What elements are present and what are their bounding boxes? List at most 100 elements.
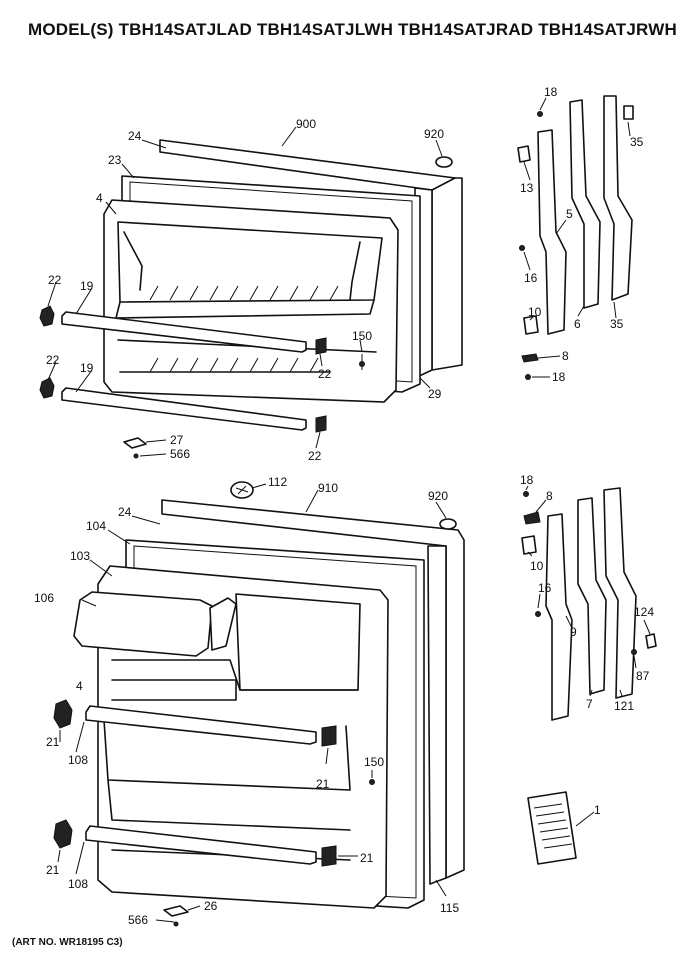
freezer-callouts: 24 900 920 23 4 22 19 22 19 150 22 22 29… (46, 85, 644, 463)
callout-103: 103 (70, 549, 90, 563)
callout-19b: 19 (80, 361, 94, 375)
callout-9: 9 (570, 625, 577, 639)
callout-23: 23 (108, 153, 122, 167)
freezer-hinge-8 (521, 353, 539, 363)
freezer-shelf-bar-lower (61, 387, 307, 431)
freezer-outer-panel (159, 139, 463, 371)
freezer-shelf-ribs (149, 285, 339, 373)
callout-4b: 4 (76, 679, 83, 693)
fresh-food-cap-10 (521, 535, 537, 555)
freezer-screw-16 (519, 245, 525, 251)
callout-900: 900 (296, 117, 316, 131)
fresh-food-callouts: 112 910 920 24 104 103 106 4 21 108 21 1… (34, 473, 654, 927)
callout-35b: 35 (610, 317, 624, 331)
callout-21a: 21 (46, 735, 60, 749)
freezer-screw-566 (133, 453, 139, 459)
callout-5: 5 (566, 207, 573, 221)
fresh-food-shelf-bar-upper (85, 705, 317, 745)
callout-566: 566 (170, 447, 190, 461)
fresh-food-hinge-bracket-9 (545, 513, 573, 721)
fresh-food-shelf-bar-lower (85, 825, 317, 865)
callout-26: 26 (204, 899, 218, 913)
fresh-food-door-side (427, 545, 447, 885)
fresh-food-handle-assembly (521, 487, 657, 721)
freezer-screw-18b (525, 374, 531, 380)
callout-16: 16 (524, 271, 538, 285)
freezer-shelf-support-right-lower (315, 415, 327, 433)
freezer-hinge-bracket-5 (537, 129, 567, 335)
freezer-endcap-35 (623, 105, 634, 120)
callout-112: 112 (268, 475, 287, 489)
callout-6: 6 (574, 317, 581, 331)
fresh-food-screw-566 (173, 921, 179, 927)
fresh-food-screw-87 (631, 649, 637, 655)
callout-104: 104 (86, 519, 106, 533)
freezer-door-assembly (39, 139, 463, 459)
freezer-screw-150 (359, 361, 365, 367)
fresh-food-hinge-pin-26 (163, 905, 189, 917)
art-number: (ART NO. WR18195 C3) (12, 937, 123, 948)
model-title: MODEL(S) TBH14SATJLAD TBH14SATJLWH TBH14… (28, 20, 677, 39)
callout-121: 121 (614, 699, 634, 713)
freezer-hinge-pin-27 (123, 437, 147, 449)
callout-18a: 18 (544, 85, 558, 99)
fresh-food-shelf-support-right-upper (321, 725, 337, 747)
callout-7: 7 (586, 697, 593, 711)
fresh-food-hinge-8 (523, 511, 541, 525)
callout-22c: 22 (318, 367, 332, 381)
freezer-shelf-support-left-upper (39, 305, 55, 327)
callout-21d: 21 (360, 851, 374, 865)
freezer-handle-assembly (517, 95, 634, 380)
callout-106: 106 (34, 591, 54, 605)
freezer-shelf-support-right-upper (315, 337, 327, 355)
callout-87: 87 (636, 669, 650, 683)
callout-18b: 18 (552, 370, 566, 384)
callout-920b: 920 (428, 489, 448, 503)
callout-27: 27 (170, 433, 184, 447)
callout-16b: 16 (538, 581, 552, 595)
fresh-food-screw-16 (535, 611, 541, 617)
callout-35a: 35 (630, 135, 644, 149)
callout-18c: 18 (520, 473, 534, 487)
callout-19a: 19 (80, 279, 94, 293)
owners-manual (527, 791, 577, 865)
callout-13: 13 (520, 181, 534, 195)
callout-22d: 22 (308, 449, 322, 463)
callout-4: 4 (96, 191, 103, 205)
freezer-shelf-bar-upper (61, 311, 307, 353)
freezer-handle-35 (603, 95, 633, 301)
callout-8b: 8 (546, 489, 553, 503)
fresh-food-shelf-support-right-lower (321, 845, 337, 867)
fresh-food-leader-lines (57, 483, 651, 923)
callout-24: 24 (128, 129, 142, 143)
freezer-plug-920 (435, 156, 453, 168)
fresh-food-shelf-support-left-upper (53, 699, 73, 729)
callout-920: 920 (424, 127, 444, 141)
callout-29: 29 (428, 387, 442, 401)
callout-150: 150 (352, 329, 372, 343)
fresh-food-endcap-124 (645, 633, 657, 649)
freezer-screw-18a (537, 111, 543, 117)
freezer-cap-10 (523, 315, 539, 335)
callout-124: 124 (634, 605, 654, 619)
dairy-compartment-hinge (209, 597, 237, 651)
freezer-leader-lines (47, 97, 631, 457)
callout-10b: 10 (530, 559, 544, 573)
callout-108b: 108 (68, 877, 88, 891)
callout-22b: 22 (46, 353, 60, 367)
callout-108a: 108 (68, 753, 88, 767)
callout-910: 910 (318, 481, 338, 495)
callout-1: 1 (594, 803, 601, 817)
fresh-food-screw-18 (523, 491, 529, 497)
fresh-food-door-assembly (53, 481, 465, 927)
fresh-food-handle-7 (577, 497, 607, 695)
freezer-cover-13 (517, 145, 531, 163)
fresh-food-screw-150 (369, 779, 375, 785)
freezer-shelf-support-left-lower (39, 377, 55, 399)
fresh-food-outer-panel (161, 499, 465, 879)
callout-8: 8 (562, 349, 569, 363)
callout-150b: 150 (364, 755, 384, 769)
fresh-food-handle-121 (603, 487, 637, 699)
